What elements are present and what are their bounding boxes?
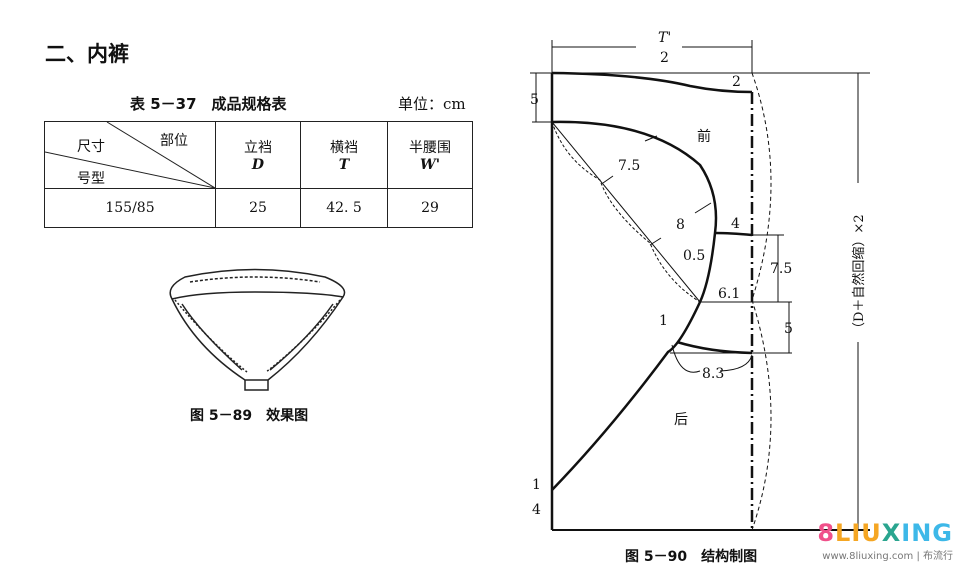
label-back: 后 (674, 412, 688, 428)
leg-curve (551, 120, 718, 491)
dashed-arc (751, 72, 772, 531)
guide-diagonal (551, 121, 701, 303)
panties-illustration (169, 268, 346, 391)
tick (602, 175, 614, 184)
label: 1 (659, 313, 668, 329)
tick (694, 202, 712, 214)
tick (644, 135, 658, 142)
corner-middle: 尺寸 (77, 139, 105, 155)
label: 8 (676, 217, 685, 233)
label: 4 (731, 216, 740, 232)
table-unit: 单位：cm (398, 95, 466, 113)
value-cell: 29 (387, 188, 473, 228)
label: 5 (784, 321, 793, 337)
dashed-wave (551, 121, 701, 303)
top-dim-num: T' (658, 30, 671, 46)
col-symbol: D (251, 157, 265, 173)
figure-90-caption: 图 5－90 结构制图 (625, 549, 758, 565)
value-cell: 25 (215, 188, 301, 228)
right-dim-label: （D＋自然回缩）×2 (851, 214, 867, 335)
col-name: 横裆 (330, 140, 358, 156)
logo-url: www.8liuxing.com | 布流行 (822, 551, 953, 562)
figure-89-caption: 图 5－89 效果图 (190, 408, 309, 424)
label: 8.3 (702, 366, 724, 382)
col-symbol: T (338, 157, 350, 173)
col-name: 立裆 (244, 140, 272, 156)
table-caption: 表 5－37 成品规格表 (130, 95, 287, 113)
label: 7.5 (618, 158, 640, 174)
section-title: 二、内裤 (45, 42, 129, 66)
corner-top: 部位 (160, 133, 188, 149)
col-symbol: W' (419, 157, 440, 173)
label-front: 前 (697, 128, 711, 145)
top-dim-den: 2 (660, 50, 669, 66)
col-name: 半腰围 (409, 140, 451, 156)
back-leg-edge (676, 340, 753, 355)
label: 7.5 (770, 261, 792, 277)
label: 1 (532, 477, 541, 493)
corner-bottom: 号型 (77, 171, 105, 187)
size-cell: 155/85 (44, 188, 216, 228)
label: 6.1 (718, 286, 740, 302)
table-row: 155/85 25 42. 5 29 (44, 188, 473, 228)
tick (649, 237, 662, 246)
arc-dim (671, 344, 753, 373)
label: 0.5 (683, 248, 705, 264)
corner-cell: 部位 尺寸 号型 (44, 121, 216, 189)
value-cell: 42. 5 (300, 188, 388, 228)
logo-brand: 8LIUXING (817, 519, 953, 547)
watermark-logo: 8LIUXING www.8liuxing.com | 布流行 (817, 519, 953, 562)
front-leg-edge (714, 231, 753, 237)
label: 4 (532, 502, 541, 518)
corner-diagonals (45, 122, 215, 188)
waist-curve (551, 71, 753, 94)
label: 5 (530, 92, 539, 108)
label: 2 (732, 74, 741, 90)
